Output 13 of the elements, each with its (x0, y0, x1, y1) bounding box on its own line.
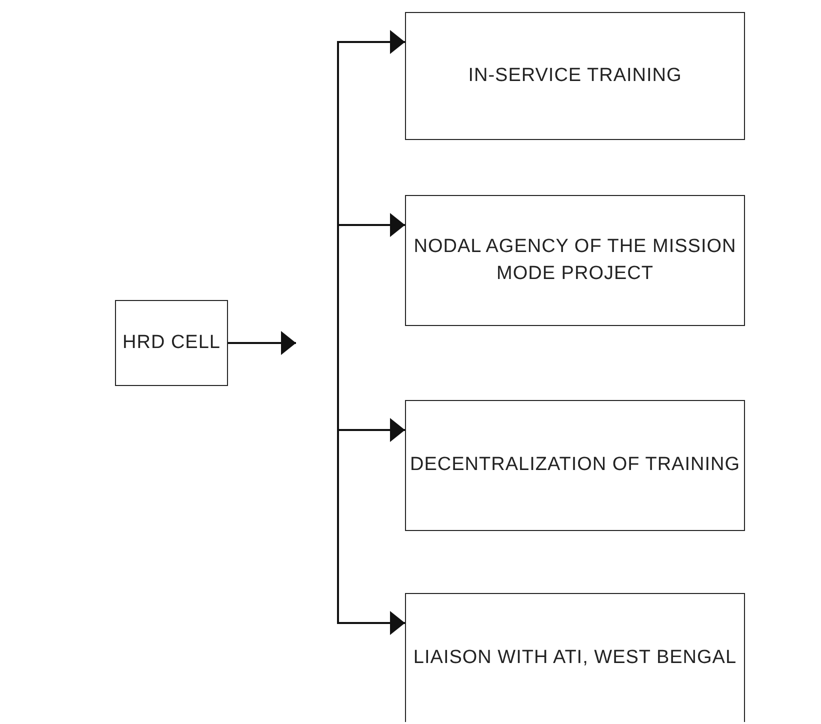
connector-arrow (228, 331, 296, 355)
function-box (405, 12, 745, 140)
function-box (405, 195, 745, 326)
box-label: DECENTRALIZATION OF TRAINING (410, 454, 740, 476)
function-box (405, 400, 745, 531)
box-label: HRD CELL (122, 332, 220, 353)
unit-box (115, 300, 228, 386)
box-label: LIAISON WITH ATI, WEST BENGAL (413, 646, 737, 668)
box-label: IN-SERVICE TRAINING (468, 64, 682, 86)
connector-arrow (337, 213, 405, 343)
function-box (405, 593, 745, 722)
connector-arrow (337, 343, 405, 635)
box-label: NODAL AGENCY OF THE MISSION MODE PROJECT (414, 236, 736, 284)
